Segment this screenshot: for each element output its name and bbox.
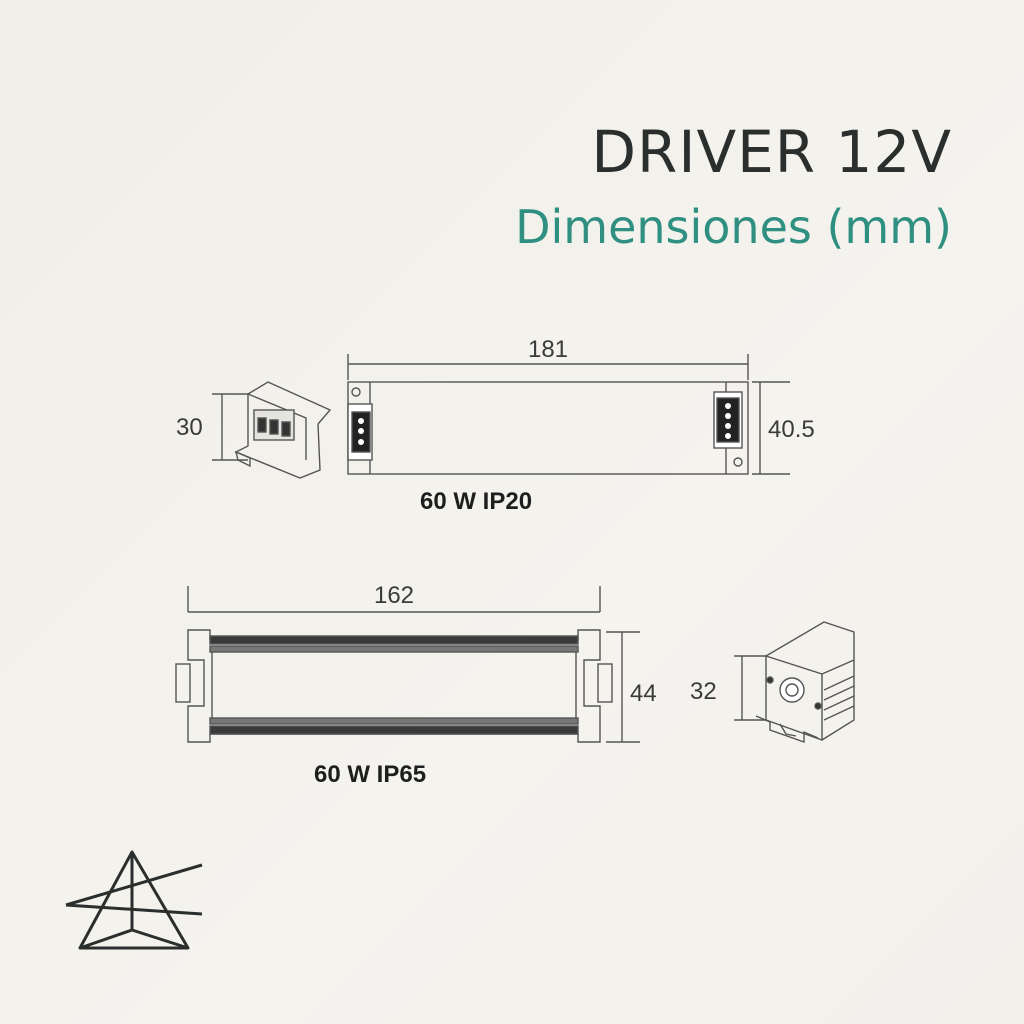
ip65-top-view [175,586,640,743]
ip20-caption: 60 W IP20 [420,488,532,515]
ip65-height-label: 44 [630,680,657,707]
ip20-side-view [212,381,332,479]
ip65-side-height-label: 32 [690,678,717,705]
ip65-side-view [734,621,855,743]
page-subtitle: Dimensiones (mm) [515,200,952,254]
page-title: DRIVER 12V [591,118,952,186]
ip65-length-label: 162 [374,582,414,609]
ip65-caption: 60 W IP65 [314,761,426,788]
triangle-logo-icon [65,850,203,950]
ip20-side-height-label: 30 [176,414,203,441]
ip20-top-view [347,354,790,475]
ip20-length-label: 181 [528,336,568,363]
ip20-height-label: 40.5 [768,416,815,443]
